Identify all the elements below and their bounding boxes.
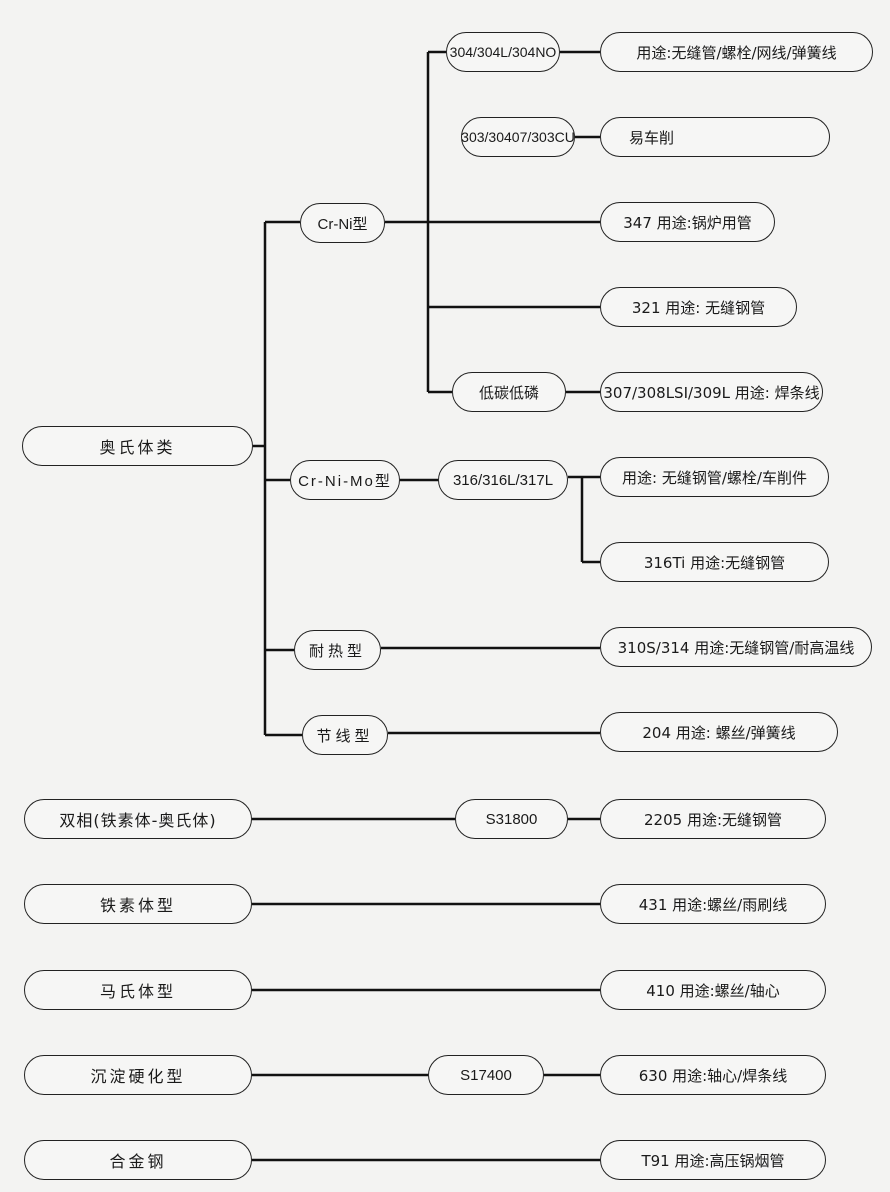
node-martensitic: 马氏体型 — [24, 970, 252, 1010]
grade-304: 304/304L/304NO — [446, 32, 560, 72]
use-316ti: 316Ti 用途:无缝钢管 — [600, 542, 829, 582]
use-304: 用途:无缝管/螺栓/网线/弹簧线 — [600, 32, 873, 72]
grade-316: 316/316L/317L — [438, 460, 568, 500]
use-630: 630 用途:轴心/焊条线 — [600, 1055, 826, 1095]
node-cr-ni: Cr-Ni型 — [300, 203, 385, 243]
use-310s: 310S/314 用途:无缝钢管/耐高温线 — [600, 627, 872, 667]
use-347: 347 用途:锅炉用管 — [600, 202, 775, 242]
use-204: 204 用途: 螺丝/弹簧线 — [600, 712, 838, 752]
use-431: 431 用途:螺丝/雨刷线 — [600, 884, 826, 924]
node-austenitic: 奥氏体类 — [22, 426, 253, 466]
use-303: 易车削 — [600, 117, 830, 157]
grade-303: 303/30407/303CU — [461, 117, 575, 157]
use-321: 321 用途: 无缝钢管 — [600, 287, 797, 327]
use-410: 410 用途:螺丝/轴心 — [600, 970, 826, 1010]
node-duplex: 双相(铁素体-奥氏体) — [24, 799, 252, 839]
node-ferritic: 铁素体型 — [24, 884, 252, 924]
node-precipitation-hardening: 沉淀硬化型 — [24, 1055, 252, 1095]
node-saving: 节线型 — [302, 715, 388, 755]
use-316: 用途: 无缝钢管/螺栓/车削件 — [600, 457, 829, 497]
node-heat-resistant: 耐热型 — [294, 630, 381, 670]
grade-low-c-low-p: 低碳低磷 — [452, 372, 566, 412]
use-2205: 2205 用途:无缝钢管 — [600, 799, 826, 839]
use-t91: T91 用途:高压锅烟管 — [600, 1140, 826, 1180]
grade-s31800: S31800 — [455, 799, 568, 839]
node-cr-ni-mo: Cr-Ni-Mo型 — [290, 460, 400, 500]
grade-s17400: S17400 — [428, 1055, 544, 1095]
node-alloy-steel: 合金钢 — [24, 1140, 252, 1180]
use-307: 307/308LSI/309L 用途: 焊条线 — [600, 372, 823, 412]
